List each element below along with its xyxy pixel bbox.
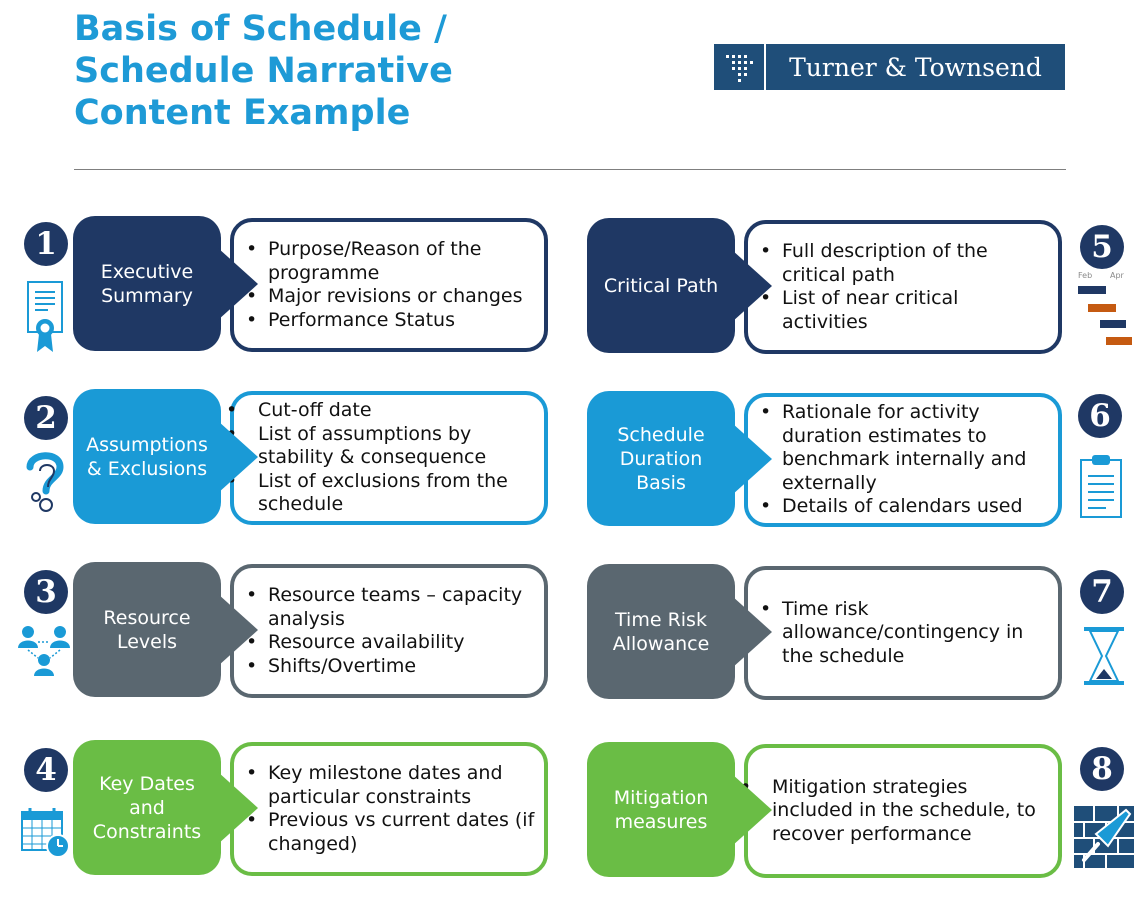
item-title-1: Executive Summary (100, 260, 194, 307)
item-number-6: 6 (1078, 394, 1122, 438)
list-item: Performance Status (246, 309, 536, 333)
schedule-duration-basis-box: Schedule Duration Basis (587, 391, 735, 526)
executive-summary-details: Purpose/Reason of the programme Major re… (230, 218, 548, 352)
item-title-6: Schedule Duration Basis (617, 423, 705, 494)
executive-summary-box: Executive Summary (73, 216, 221, 351)
title-line-2: Schedule Narrative (74, 51, 453, 91)
question-mark-icon (22, 449, 74, 519)
certificate-icon (26, 280, 66, 360)
trowel-wall-icon (1074, 806, 1134, 872)
item-title-2: Assumptions & Exclusions (86, 433, 208, 480)
item-title-3: Resource Levels (103, 606, 191, 653)
header-divider (74, 169, 1066, 170)
list-item: Rationale for activity duration estimate… (760, 401, 1050, 495)
item-number-5: 5 (1080, 225, 1124, 269)
list-item: Time risk allowance/contingency in the s… (760, 598, 1050, 669)
gantt-label-apr: Apr (1110, 271, 1125, 280)
item-title-7: Time Risk Allowance (612, 608, 710, 655)
resource-levels-box: Resource Levels (73, 562, 221, 697)
clipboard-icon (1078, 452, 1124, 524)
list-item: Mitigation strategies included in the sc… (740, 776, 1040, 847)
item-number-4: 4 (24, 748, 68, 792)
item-title-4: Key Dates and Constraints (92, 772, 202, 843)
resource-levels-details: Resource teams – capacity analysis Resou… (230, 564, 548, 698)
list-item: Resource availability (246, 631, 536, 655)
calendar-clock-icon (20, 806, 72, 864)
mitigation-measures-details: Mitigation strategies included in the sc… (740, 744, 1062, 878)
list-item: List of assumptions by stability & conse… (226, 423, 526, 470)
logo-mark-icon (714, 44, 764, 90)
key-dates-constraints-details: Key milestone dates and particular const… (230, 742, 548, 876)
critical-path-details: Full description of the critical path Li… (744, 220, 1062, 354)
page-title: Basis of Schedule / Schedule Narrative C… (74, 8, 524, 134)
list-item: Resource teams – capacity analysis (246, 584, 536, 631)
turner-townsend-logo: Turner & Townsend (714, 44, 1065, 90)
gantt-label-feb: Feb (1078, 271, 1092, 280)
list-item: List of near critical activities (760, 287, 1050, 334)
item-number-8: 8 (1080, 747, 1124, 791)
mitigation-measures-box: Mitigation measures (587, 742, 735, 877)
item-number-2: 2 (24, 396, 68, 440)
list-item: Purpose/Reason of the programme (246, 238, 536, 285)
gantt-chart-icon: Feb Apr (1076, 270, 1136, 354)
title-line-1: Basis of Schedule / (74, 9, 447, 49)
list-item: Cut-off date (226, 399, 526, 423)
time-risk-allowance-details: Time risk allowance/contingency in the s… (744, 566, 1062, 700)
item-number-3: 3 (24, 570, 68, 614)
list-item: Shifts/Overtime (246, 655, 536, 679)
item-number-1: 1 (24, 222, 68, 266)
people-network-icon (16, 624, 72, 684)
logo-text: Turner & Townsend (789, 52, 1042, 82)
item-number-7: 7 (1080, 570, 1124, 614)
key-dates-constraints-box: Key Dates and Constraints (73, 740, 221, 875)
critical-path-box: Critical Path (587, 218, 735, 353)
list-item: List of exclusions from the schedule (226, 470, 526, 517)
time-risk-allowance-box: Time Risk Allowance (587, 564, 735, 699)
list-item: Previous vs current dates (if changed) (246, 809, 536, 856)
item-title-8: Mitigation measures (613, 786, 709, 833)
list-item: Full description of the critical path (760, 240, 1050, 287)
list-item: Major revisions or changes (246, 285, 536, 309)
schedule-duration-basis-details: Rationale for activity duration estimate… (744, 393, 1062, 527)
hourglass-icon (1082, 625, 1126, 691)
title-line-3: Content Example (74, 93, 411, 133)
assumptions-exclusions-box: Assumptions & Exclusions (73, 389, 221, 524)
list-item: Details of calendars used (760, 495, 1050, 519)
list-item: Key milestone dates and particular const… (246, 762, 536, 809)
item-title-5: Critical Path (603, 274, 719, 297)
assumptions-exclusions-details: Cut-off date List of assumptions by stab… (226, 391, 548, 525)
